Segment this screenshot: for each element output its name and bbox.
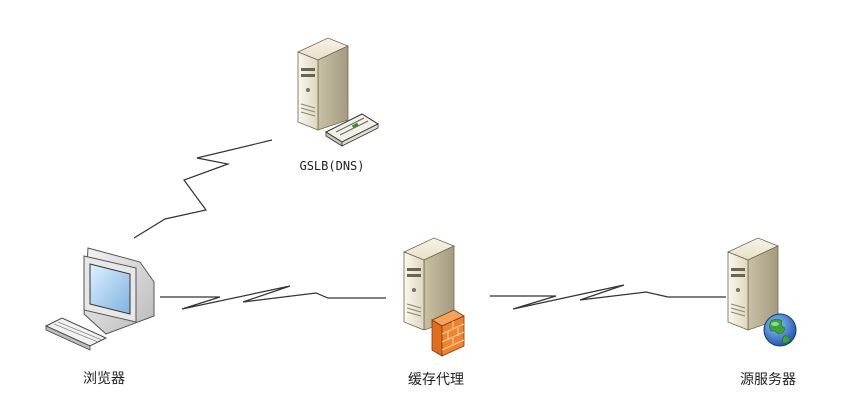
gslb-label: GSLB(DNS) bbox=[299, 159, 364, 173]
link-cache-origin bbox=[490, 284, 726, 310]
cache-proxy-label: 缓存代理 bbox=[408, 372, 464, 388]
network-card-icon bbox=[324, 113, 380, 147]
gslb-dns-server-icon bbox=[297, 37, 380, 147]
firewall-icon bbox=[431, 309, 465, 357]
link-browser-cache bbox=[160, 285, 386, 310]
origin-web-server-icon bbox=[727, 237, 797, 347]
desktop-computer-icon bbox=[44, 247, 155, 351]
origin-server-label: 源服务器 bbox=[740, 372, 796, 388]
cache-proxy-server-icon bbox=[403, 237, 465, 357]
globe-icon bbox=[763, 313, 797, 347]
link-browser-gslb bbox=[133, 139, 273, 239]
browser-label: 浏览器 bbox=[83, 371, 125, 387]
keyboard-icon bbox=[44, 317, 108, 351]
